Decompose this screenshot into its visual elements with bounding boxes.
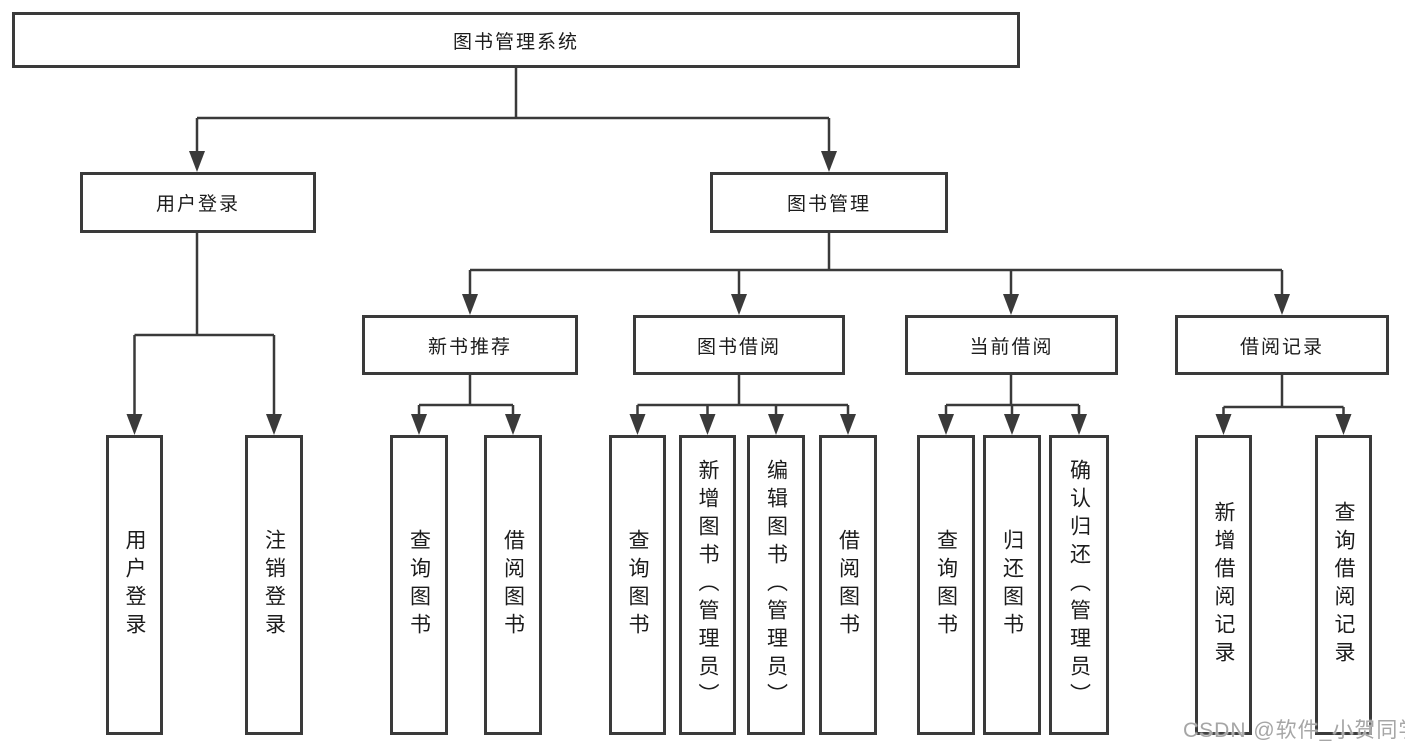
leaf-label: 新增借阅记录 — [1212, 501, 1235, 669]
node-borrowing-records: 借阅记录 — [1175, 315, 1389, 375]
node-new-book-recommend-label: 新书推荐 — [427, 336, 512, 358]
leaf-query-book-current: 查询图书 — [917, 435, 975, 735]
leaf-return-book: 归还图书 — [983, 435, 1041, 735]
leaf-label: 用户登录 — [123, 529, 146, 641]
node-current-borrowing-label: 当前借阅 — [969, 336, 1054, 358]
arrowhead-icon — [938, 414, 954, 435]
node-root-label: 图书管理系统 — [452, 31, 579, 53]
leaf-borrow-book-borrowing: 借阅图书 — [819, 435, 877, 735]
leaf-label: 查询图书 — [934, 529, 958, 641]
leaf-label: 借阅图书 — [501, 529, 525, 641]
leaf-label: 新增图书（管理员） — [696, 459, 719, 711]
node-root: 图书管理系统 — [12, 12, 1020, 68]
node-current-borrowing: 当前借阅 — [905, 315, 1118, 375]
leaf-logout: 注销登录 — [245, 435, 303, 735]
arrowhead-icon — [411, 414, 427, 435]
connector-user-login — [133, 233, 276, 419]
arrowhead-icon — [126, 414, 143, 435]
leaf-label: 查询借阅记录 — [1332, 501, 1355, 669]
node-user-login: 用户登录 — [80, 172, 316, 233]
arrowhead-icon — [629, 414, 646, 435]
watermark: CSDN @软件_小贺同学 — [1183, 719, 1405, 742]
leaf-add-borrow-record: 新增借阅记录 — [1195, 435, 1252, 735]
arrowhead-icon — [505, 414, 521, 435]
connector-new-book-recommend — [417, 375, 515, 419]
leaf-borrow-book-recommend: 借阅图书 — [484, 435, 542, 735]
connector-book-management — [468, 233, 1284, 299]
leaf-query-borrow-record: 查询借阅记录 — [1315, 435, 1372, 735]
node-book-management-label: 图书管理 — [786, 194, 871, 215]
arrowhead-icon — [266, 414, 282, 435]
arrowhead-icon — [1004, 414, 1020, 435]
node-user-login-label: 用户登录 — [155, 194, 240, 215]
arrowhead-icon — [189, 151, 205, 172]
arrowhead-icon — [1274, 294, 1290, 315]
arrowhead-icon — [462, 294, 478, 315]
node-book-borrowing: 图书借阅 — [633, 315, 845, 375]
leaf-user-login: 用户登录 — [106, 435, 163, 735]
leaf-label: 借阅图书 — [836, 529, 860, 641]
connector-current-borrowing — [944, 375, 1081, 419]
node-borrowing-records-label: 借阅记录 — [1239, 336, 1324, 358]
arrowhead-icon — [1003, 294, 1019, 315]
arrowhead-icon — [1071, 414, 1087, 435]
leaf-label: 查询图书 — [626, 529, 649, 641]
node-new-book-recommend: 新书推荐 — [362, 315, 578, 375]
node-book-borrowing-label: 图书借阅 — [696, 336, 781, 358]
arrowhead-icon — [1215, 414, 1232, 435]
arrowhead-icon — [1335, 414, 1352, 435]
leaf-label: 归还图书 — [1000, 529, 1024, 641]
arrowhead-icon — [840, 414, 856, 435]
arrowhead-icon — [699, 414, 716, 435]
leaf-edit-book-admin: 编辑图书（管理员） — [747, 435, 805, 735]
connector-root — [195, 68, 831, 156]
connector-borrowing-records — [1222, 375, 1345, 419]
leaf-confirm-return-admin: 确认归还（管理员） — [1049, 435, 1109, 735]
connector-book-borrowing — [636, 375, 850, 419]
leaf-label: 注销登录 — [262, 529, 286, 641]
arrowhead-icon — [821, 151, 837, 172]
leaf-label: 编辑图书（管理员） — [764, 459, 788, 711]
leaf-label: 查询图书 — [407, 529, 431, 641]
leaf-label: 确认归还（管理员） — [1067, 459, 1091, 711]
node-book-management: 图书管理 — [710, 172, 948, 233]
leaf-add-book-admin: 新增图书（管理员） — [679, 435, 736, 735]
leaf-query-book-borrowing: 查询图书 — [609, 435, 666, 735]
arrowhead-icon — [731, 294, 747, 315]
leaf-query-book-recommend: 查询图书 — [390, 435, 448, 735]
arrowhead-icon — [768, 414, 784, 435]
